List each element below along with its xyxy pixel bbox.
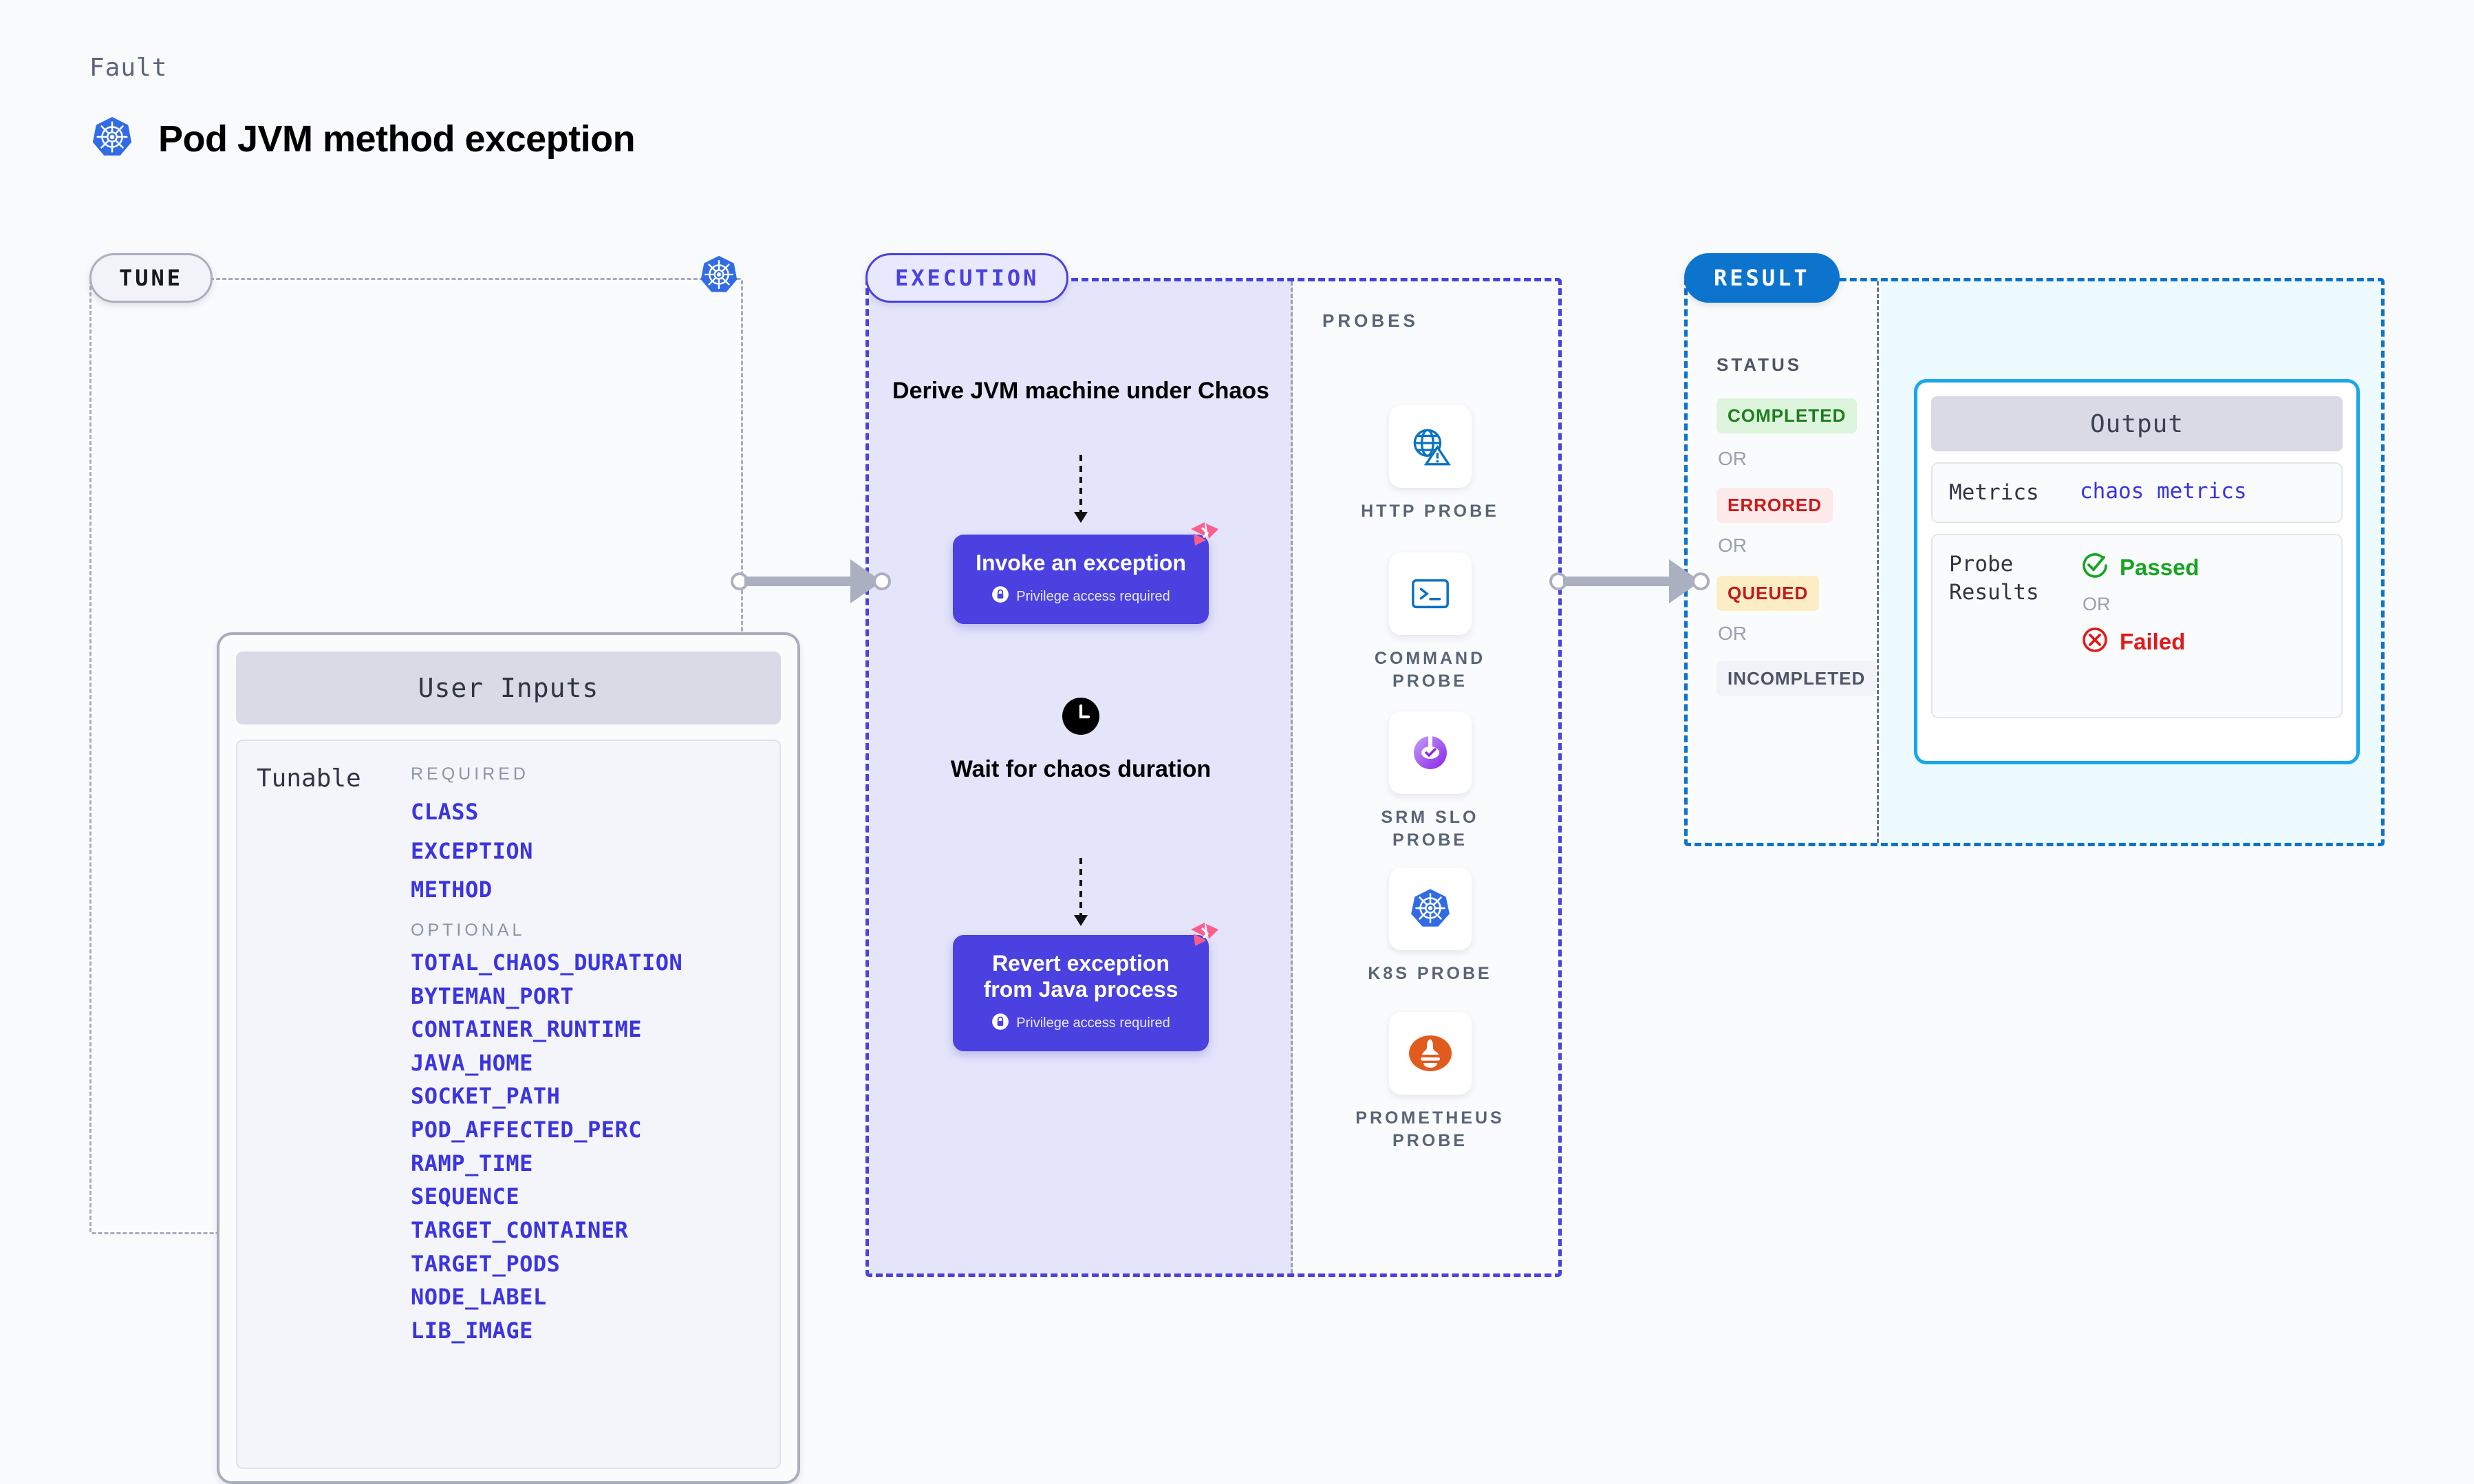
- or-separator: OR: [1718, 623, 1747, 644]
- output-card: Output Metrics chaos metrics Probe Resul…: [1914, 379, 2360, 764]
- probe-results-key: Probe Results: [1949, 552, 2039, 605]
- page-title: Pod JVM method exception: [91, 116, 636, 162]
- probe-item[interactable]: COMMAND PROBE: [1344, 552, 1516, 692]
- prometheus-icon: [1388, 1012, 1472, 1095]
- tunable-item[interactable]: TARGET_CONTAINER: [411, 1216, 629, 1243]
- optional-tunables-group: OPTIONAL TOTAL_CHAOS_DURATION BYTEMAN_PO…: [411, 921, 779, 1342]
- required-heading: REQUIRED: [411, 764, 529, 784]
- status-pane: STATUS COMPLETED OR ERRORED OR QUEUED OR…: [1688, 281, 1879, 843]
- tune-to-execution-connector: [731, 550, 891, 612]
- tunable-item[interactable]: TOTAL_CHAOS_DURATION: [411, 949, 683, 976]
- tunable-item[interactable]: POD_AFFECTED_PERC: [411, 1117, 643, 1143]
- clock-icon: [1062, 697, 1100, 735]
- probe-result-failed: Failed: [2080, 625, 2199, 658]
- tunable-item[interactable]: JAVA_HOME: [411, 1049, 533, 1076]
- revert-exception-title: Revert exception from Java process: [983, 951, 1179, 1002]
- invoke-exception-card[interactable]: Invoke an exception Privilege access req…: [953, 522, 1218, 625]
- probe-results-row: Probe Results Passed OR: [1931, 534, 2343, 719]
- tunable-item[interactable]: TARGET_PODS: [411, 1250, 561, 1277]
- probe-label: COMMAND PROBE: [1374, 649, 1486, 691]
- litmus-flag-icon: [1188, 920, 1220, 951]
- probe-item[interactable]: HTTP PROBE: [1344, 405, 1516, 523]
- passed-label: Passed: [2120, 554, 2199, 580]
- probe-item[interactable]: SRM SLO PROBE: [1344, 711, 1516, 851]
- tunable-panel: Tunable REQUIRED CLASS EXCEPTION METHOD …: [236, 740, 781, 1469]
- probe-item[interactable]: PROMETHEUS PROBE: [1344, 1012, 1516, 1152]
- execution-section: Derive JVM machine under Chaos Invoke an…: [865, 278, 1562, 1277]
- flow-arrow-icon: [1074, 858, 1088, 926]
- status-heading: STATUS: [1717, 354, 1803, 375]
- status-badge: INCOMPLETED: [1717, 661, 1877, 696]
- probe-result-passed: Passed: [2080, 550, 2199, 584]
- derive-step-title: Derive JVM machine under Chaos: [892, 378, 1269, 404]
- terminal-icon: [1388, 552, 1472, 635]
- tunable-label: Tunable: [257, 764, 361, 793]
- probe-label: PROMETHEUS PROBE: [1355, 1108, 1505, 1150]
- kubernetes-icon: [699, 255, 739, 298]
- probe-item[interactable]: K8S PROBE: [1344, 868, 1516, 985]
- execution-flow: Derive JVM machine under Chaos Invoke an…: [869, 281, 1293, 1273]
- result-section: STATUS COMPLETED OR ERRORED OR QUEUED OR…: [1684, 278, 2385, 846]
- metrics-row: Metrics chaos metrics: [1931, 462, 2343, 524]
- tunable-item[interactable]: BYTEMAN_PORT: [411, 982, 574, 1009]
- user-inputs-title: User Inputs: [236, 652, 781, 724]
- metrics-value[interactable]: chaos metrics: [2080, 479, 2247, 504]
- output-pane: Output Metrics chaos metrics Probe Resul…: [1881, 281, 2381, 843]
- tunable-item[interactable]: EXCEPTION: [411, 837, 533, 864]
- kubernetes-icon: [91, 116, 133, 162]
- or-separator: OR: [1718, 448, 1747, 469]
- execution-flow-background: [869, 281, 1293, 1273]
- privilege-note-text: Privilege access required: [1016, 588, 1170, 604]
- srm-slo-icon: [1388, 711, 1472, 794]
- tune-section-pill[interactable]: TUNE: [89, 253, 213, 303]
- check-circle-icon: [2080, 550, 2110, 584]
- invoke-exception-title: Invoke an exception: [976, 550, 1186, 575]
- tunable-item[interactable]: METHOD: [411, 877, 493, 903]
- page-eyebrow: Fault: [89, 54, 168, 82]
- x-circle-icon: [2080, 625, 2110, 658]
- tunable-item[interactable]: SEQUENCE: [411, 1183, 520, 1210]
- probe-label: SRM SLO PROBE: [1381, 808, 1479, 850]
- user-inputs-card: User Inputs Tunable REQUIRED CLASS EXCEP…: [217, 632, 800, 1484]
- output-card-title: Output: [1931, 396, 2343, 451]
- wait-step-title: Wait for chaos duration: [950, 756, 1212, 782]
- tunable-item[interactable]: SOCKET_PATH: [411, 1083, 561, 1110]
- probes-pane: PROBES HTTP PROBE: [1295, 281, 1565, 1273]
- or-separator: OR: [2083, 594, 2111, 615]
- status-badge: ERRORED: [1717, 488, 1833, 523]
- status-badge: QUEUED: [1717, 576, 1820, 611]
- flow-arrow-icon: [1074, 455, 1088, 523]
- tunable-item[interactable]: LIB_IMAGE: [411, 1317, 533, 1344]
- lock-icon: [991, 585, 1009, 607]
- status-badge: COMPLETED: [1717, 398, 1858, 433]
- tune-section: User Inputs Tunable REQUIRED CLASS EXCEP…: [89, 278, 800, 1484]
- litmus-flag-icon: [1188, 519, 1220, 551]
- optional-heading: OPTIONAL: [411, 920, 526, 940]
- failed-label: Failed: [2120, 628, 2186, 654]
- tunable-item[interactable]: NODE_LABEL: [411, 1284, 547, 1311]
- probe-label: HTTP PROBE: [1361, 502, 1499, 521]
- revert-exception-card[interactable]: Revert exception from Java process Privi…: [953, 923, 1218, 1051]
- tunable-item[interactable]: CLASS: [411, 799, 479, 825]
- tunable-item[interactable]: CONTAINER_RUNTIME: [411, 1016, 643, 1043]
- privilege-note: Privilege access required: [965, 1013, 1196, 1035]
- result-section-pill[interactable]: RESULT: [1684, 253, 1840, 303]
- execution-section-pill[interactable]: EXECUTION: [865, 253, 1069, 303]
- metrics-key: Metrics: [1949, 480, 2039, 505]
- required-tunables-group: REQUIRED CLASS EXCEPTION METHOD: [411, 764, 779, 901]
- or-separator: OR: [1718, 535, 1747, 556]
- probes-heading: PROBES: [1322, 310, 1419, 331]
- page-title-text: Pod JVM method exception: [158, 118, 636, 160]
- tunable-item[interactable]: RAMP_TIME: [411, 1150, 533, 1176]
- execution-to-result-connector: [1549, 550, 1710, 612]
- privilege-note: Privilege access required: [965, 585, 1196, 607]
- privilege-note-text: Privilege access required: [1016, 1015, 1170, 1031]
- lock-icon: [991, 1013, 1009, 1035]
- globe-warning-icon: [1388, 405, 1472, 488]
- kubernetes-icon: [1388, 868, 1472, 950]
- probe-label: K8S PROBE: [1368, 964, 1492, 983]
